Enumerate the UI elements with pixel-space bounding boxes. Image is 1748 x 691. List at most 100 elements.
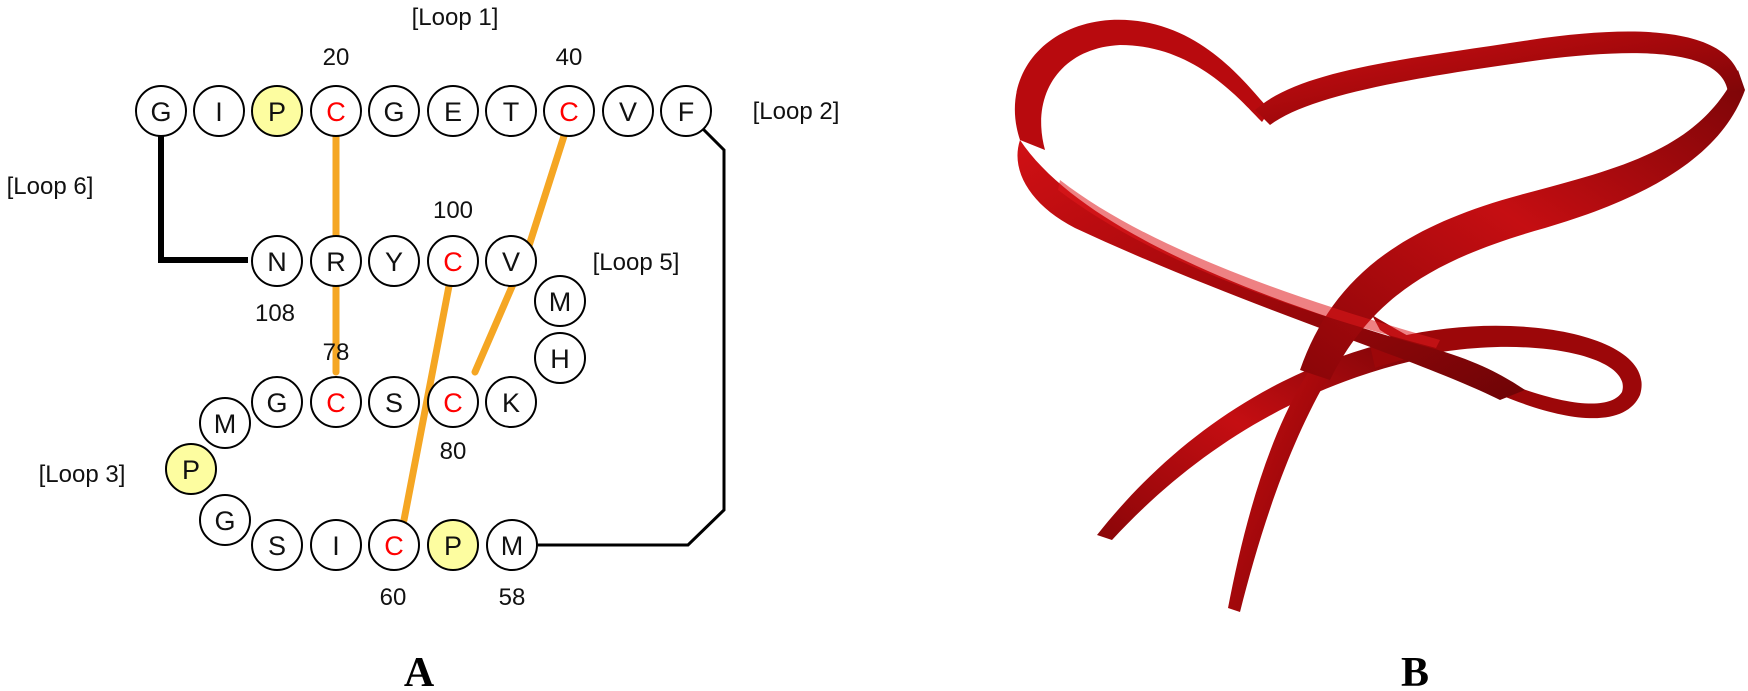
residue-circle xyxy=(310,519,362,571)
residue-letter: R xyxy=(326,247,346,277)
residue-letter: V xyxy=(502,247,520,277)
residue-letter: I xyxy=(215,97,223,127)
residue-circle xyxy=(485,376,537,428)
residue-circle xyxy=(427,519,479,571)
residue-circle xyxy=(251,376,303,428)
residue-number-100: 100 xyxy=(433,197,473,224)
residue-row3-1: C xyxy=(310,376,362,428)
residue-letter: G xyxy=(266,388,287,418)
residue-number-80: 80 xyxy=(440,438,467,465)
ribbon-strand-bottom xyxy=(1228,330,1352,612)
residue-row1-1: I xyxy=(193,85,245,137)
ribbon-lobe-upper-left xyxy=(1014,19,1270,150)
residue-number-60: 60 xyxy=(380,584,407,611)
loop6-connector xyxy=(158,128,248,263)
loop-label-1: [Loop 1] xyxy=(412,4,499,31)
residue-row1-4: G xyxy=(368,85,420,137)
loop-label-3: [Loop 3] xyxy=(39,461,126,488)
residue-letter: M xyxy=(501,531,524,561)
residue-loop3_column-1: P xyxy=(165,443,217,495)
residue-circle xyxy=(368,519,420,571)
residue-number-78: 78 xyxy=(323,339,350,366)
ribbon-band-rising xyxy=(1300,70,1745,380)
residue-circle xyxy=(534,332,586,384)
residue-circle xyxy=(486,519,538,571)
residue-letter: F xyxy=(678,97,695,127)
residue-row3-3: C xyxy=(427,376,479,428)
residue-letter: I xyxy=(332,531,340,561)
ribbon-loop-lower-right xyxy=(1370,315,1642,419)
residue-letter: G xyxy=(383,97,404,127)
residue-circle xyxy=(485,85,537,137)
residue-circle xyxy=(199,494,251,546)
ribbon-structure: B xyxy=(1014,19,1745,691)
residue-circle xyxy=(251,235,303,287)
loop2-connector xyxy=(538,124,726,547)
residue-row1-9: F xyxy=(660,85,712,137)
residue-row3-2: S xyxy=(368,376,420,428)
residue-row3-4: K xyxy=(485,376,537,428)
loop-label-2: [Loop 2] xyxy=(753,98,840,125)
residue-row2-4: V xyxy=(485,235,537,287)
residue-row4-0: S xyxy=(251,519,303,571)
residue-circle xyxy=(310,376,362,428)
residue-row1-5: E xyxy=(427,85,479,137)
residue-letter: S xyxy=(385,388,403,418)
residue-row3-0: G xyxy=(251,376,303,428)
residue-letter: C xyxy=(443,388,463,418)
residue-circle xyxy=(310,235,362,287)
residue-letter: C xyxy=(443,247,463,277)
residue-row2-3: C xyxy=(427,235,479,287)
residue-letter: C xyxy=(326,388,346,418)
residue-row2-1: R xyxy=(310,235,362,287)
residue-row4-4: M xyxy=(486,519,538,571)
residue-letter: K xyxy=(502,388,520,418)
ribbon-lobe-upper-right xyxy=(1255,31,1742,125)
residue-number-108: 108 xyxy=(255,300,295,327)
residue-row1-8: V xyxy=(602,85,654,137)
residue-loop5_column-0: M xyxy=(534,275,586,327)
residue-loop5_column-1: H xyxy=(534,332,586,384)
residue-circle xyxy=(543,85,595,137)
residue-letter: G xyxy=(150,97,171,127)
residue-letter: S xyxy=(268,531,286,561)
residue-number-40: 40 xyxy=(556,44,583,71)
residue-loop3_column-0: M xyxy=(199,397,251,449)
residue-letter: N xyxy=(267,247,287,277)
residue-circle xyxy=(427,235,479,287)
panel-a-caption: A xyxy=(404,650,435,691)
residue-row2-0: N xyxy=(251,235,303,287)
residue-letter: H xyxy=(550,344,570,374)
residue-letter: T xyxy=(503,97,520,127)
residue-letter: P xyxy=(182,455,200,485)
residue-letter: C xyxy=(326,97,346,127)
ribbon-band-main xyxy=(1017,140,1525,400)
residue-circle xyxy=(427,376,479,428)
residue-circle xyxy=(427,85,479,137)
residue-row4-3: P xyxy=(427,519,479,571)
residue-row1-7: C xyxy=(543,85,595,137)
residue-row1-2: P xyxy=(251,85,303,137)
residue-loop3_column-2: G xyxy=(199,494,251,546)
panel-b-caption: B xyxy=(1401,650,1429,691)
residue-row1-3: C xyxy=(310,85,362,137)
residue-circle xyxy=(199,397,251,449)
residue-letter: V xyxy=(619,97,637,127)
residue-letter: E xyxy=(444,97,462,127)
residue-circle xyxy=(602,85,654,137)
residue-letter: M xyxy=(549,287,572,317)
residue-row1-6: T xyxy=(485,85,537,137)
residue-circle xyxy=(251,85,303,137)
residue-circle xyxy=(193,85,245,137)
residue-circle xyxy=(368,235,420,287)
loop-label-6: [Loop 6] xyxy=(7,173,94,200)
residue-circle xyxy=(310,85,362,137)
residue-row1-0: G xyxy=(135,85,187,137)
residue-circle xyxy=(135,85,187,137)
residue-number-20: 20 xyxy=(323,44,350,71)
residue-circle xyxy=(485,235,537,287)
residue-letter: M xyxy=(214,409,237,439)
